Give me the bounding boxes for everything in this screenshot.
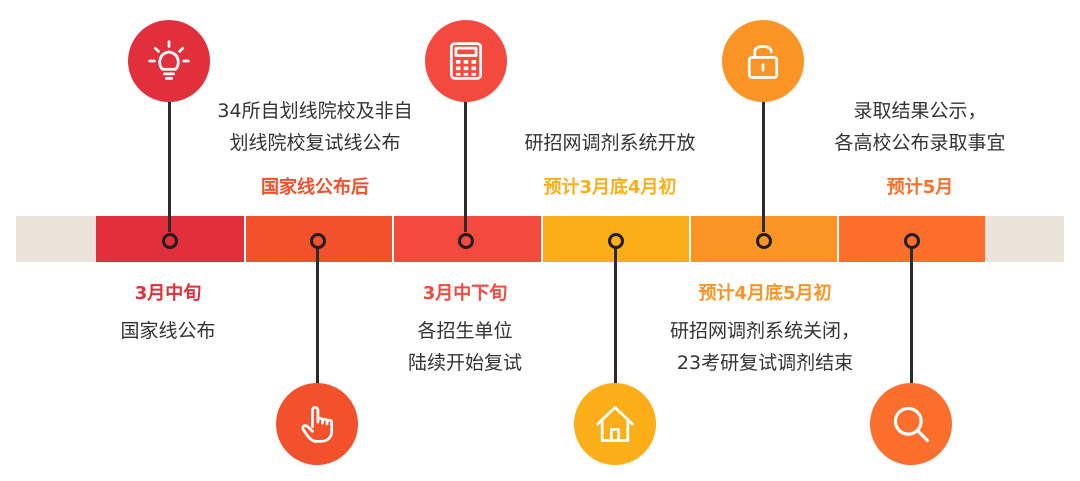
timeline-node-1	[162, 233, 178, 249]
timeline-cap-right	[985, 216, 1064, 262]
timeline-node-3	[458, 233, 474, 249]
stage-6-desc-line2: 各高校公布录取事宜	[834, 132, 1006, 154]
stage-3-date: 3月中下旬	[422, 283, 508, 304]
stage-2-desc-line2: 划线院校复试线公布	[229, 132, 401, 154]
stage-5-date: 预计4月底5月初	[698, 283, 832, 304]
timeline-node-2	[310, 233, 326, 249]
connector-1	[168, 100, 171, 232]
connector-5	[762, 100, 765, 232]
stage-2-date: 国家线公布后	[261, 177, 369, 198]
calculator-icon	[425, 20, 507, 102]
unlocked-padlock-icon	[722, 20, 804, 102]
stage-4-desc-line1: 研招网调剂系统开放	[524, 132, 696, 154]
connector-2	[316, 248, 319, 384]
timeline-node-6	[904, 233, 920, 249]
stage-3-desc-line2: 陆续开始复试	[407, 352, 522, 374]
connector-4	[614, 248, 617, 384]
stage-3-desc-line1: 各招生单位	[417, 320, 513, 342]
stage-4-date: 预计3月底4月初	[543, 177, 677, 198]
search-icon	[870, 383, 952, 465]
lightbulb-icon	[128, 20, 210, 102]
stage-6-desc-line1: 录取结果公示，	[853, 100, 987, 122]
stage-1-date: 3月中旬	[134, 283, 202, 304]
pointer-hand-icon	[276, 383, 358, 465]
timeline-cap-left	[16, 216, 96, 262]
connector-6	[910, 248, 913, 384]
stage-5-desc-line2: 23考研复试调剂结束	[676, 352, 854, 374]
timeline-node-5	[756, 233, 772, 249]
stage-5-desc-line1: 研招网调剂系统关闭，	[669, 320, 860, 342]
stage-6-date: 预计5月	[886, 177, 954, 198]
home-icon	[574, 383, 656, 465]
connector-3	[464, 100, 467, 232]
stage-1-desc-line1: 国家线公布	[120, 320, 216, 342]
timeline-node-4	[608, 233, 624, 249]
stage-2-desc-line1: 34所自划线院校及非自	[217, 100, 413, 122]
